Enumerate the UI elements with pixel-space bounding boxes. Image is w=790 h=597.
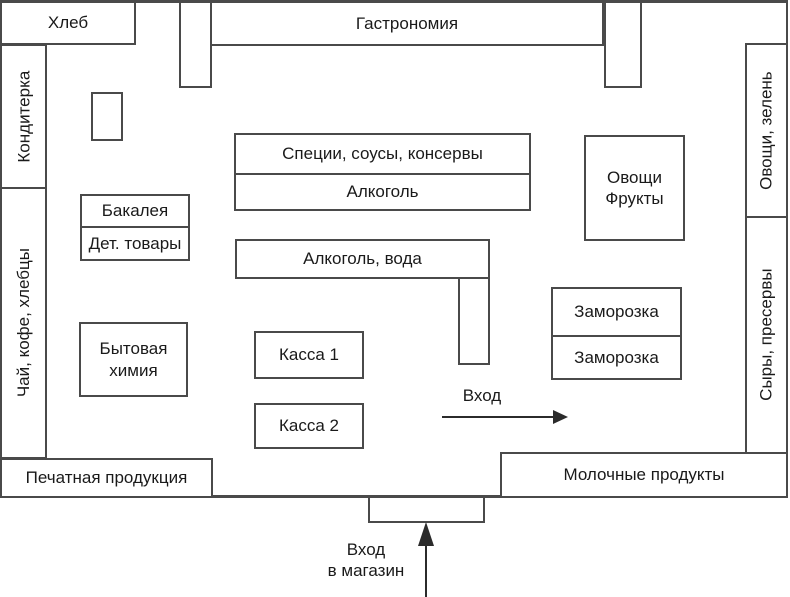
store-entrance-vestibule bbox=[368, 496, 485, 523]
shelf-grocery: Бакалея bbox=[82, 196, 188, 228]
checkout-1-label: Касса 1 bbox=[279, 345, 339, 365]
shelf-household-chemicals: Бытовая химия bbox=[79, 322, 188, 397]
inner-entrance-label: Вход bbox=[462, 386, 502, 405]
shelf-vegetables-greens-label: Овощи, зелень bbox=[756, 71, 776, 190]
shelf-vegetables-fruits: Овощи Фрукты bbox=[584, 135, 685, 241]
shelf-cheese-preserves: Сыры, пресервы bbox=[745, 216, 788, 454]
shelf-tea-coffee-crispbread: Чай, кофе, хлебцы bbox=[0, 187, 47, 459]
shelf-bread: Хлеб bbox=[0, 1, 136, 45]
checkout-2: Касса 2 bbox=[254, 403, 364, 449]
shelf-confectionery: Кондитерка bbox=[0, 44, 47, 189]
shelf-dairy-products: Молочные продукты bbox=[500, 452, 788, 498]
shelf-alcohol: Алкоголь bbox=[236, 175, 529, 209]
shelf-alcohol-water: Алкоголь, вода bbox=[235, 239, 490, 279]
shelf-confectionery-label: Кондитерка bbox=[13, 70, 33, 163]
freezer-2: Заморозка bbox=[553, 337, 680, 378]
inner-entrance-arrow-shaft bbox=[442, 416, 554, 418]
shelf-alcohol-water-extension bbox=[458, 277, 490, 365]
freezer-2-label: Заморозка bbox=[574, 347, 659, 367]
shelf-bread-label: Хлеб bbox=[47, 13, 89, 33]
shelf-kids-goods: Дет. товары bbox=[82, 228, 188, 259]
shelf-deli: Гастрономия bbox=[210, 1, 604, 46]
freezer-group: Заморозка Заморозка bbox=[551, 287, 682, 380]
store-entrance-label: Вход в магазин bbox=[327, 540, 405, 581]
checkout-2-label: Касса 2 bbox=[279, 416, 339, 436]
shelf-vegetables-fruits-label: Овощи Фрукты bbox=[605, 167, 664, 208]
shelf-spices-sauces-canned-label: Специи, соусы, консервы bbox=[282, 144, 483, 163]
shelf-print-products-label: Печатная продукция bbox=[25, 468, 188, 488]
shelf-alcohol-label: Алкоголь bbox=[346, 182, 419, 201]
shelf-kids-goods-label: Дет. товары bbox=[88, 233, 182, 253]
shelf-print-products: Печатная продукция bbox=[0, 458, 213, 498]
shelf-dairy-products-label: Молочные продукты bbox=[563, 465, 725, 485]
shelf-grocery-kids-group: Бакалея Дет. товары bbox=[80, 194, 190, 261]
inner-entrance-arrow-icon bbox=[553, 410, 568, 424]
pillar-top-left bbox=[179, 1, 212, 88]
shelf-tea-coffee-crispbread-label: Чай, кофе, хлебцы bbox=[13, 248, 33, 398]
shelf-cheese-preserves-label: Сыры, пресервы bbox=[756, 268, 776, 402]
store-entrance-arrow-shaft bbox=[425, 544, 427, 597]
freezer-1-label: Заморозка bbox=[574, 302, 659, 321]
freezer-1: Заморозка bbox=[553, 289, 680, 337]
shelf-vegetables-greens: Овощи, зелень bbox=[745, 43, 788, 218]
shelf-deli-label: Гастрономия bbox=[355, 13, 459, 33]
shelf-household-chemicals-label: Бытовая химия bbox=[99, 339, 168, 380]
checkout-1: Касса 1 bbox=[254, 331, 364, 379]
store-entrance-arrow-icon bbox=[418, 522, 434, 546]
pillar-top-right bbox=[604, 1, 642, 88]
island-small bbox=[91, 92, 123, 141]
shelf-grocery-label: Бакалея bbox=[101, 201, 169, 220]
shelf-spices-sauces-canned: Специи, соусы, консервы bbox=[236, 135, 529, 175]
shelf-alcohol-water-label: Алкоголь, вода bbox=[303, 249, 422, 269]
shelf-spices-alcohol-group: Специи, соусы, консервы Алкоголь bbox=[234, 133, 531, 211]
